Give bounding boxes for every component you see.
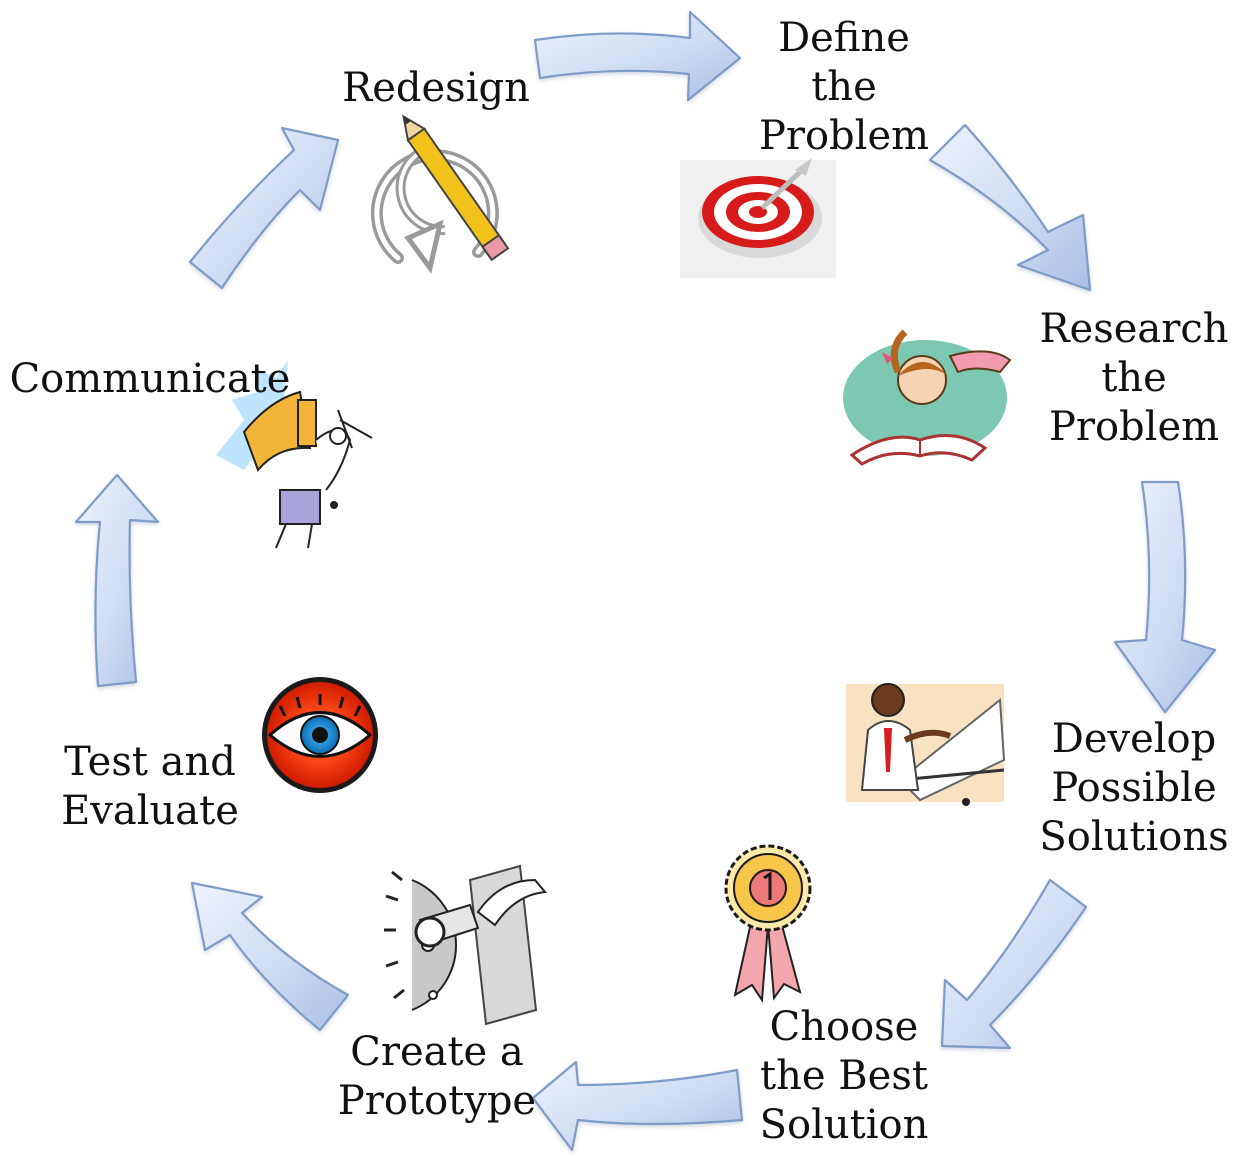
pencil-cycle-icon [370, 114, 510, 274]
arrow-communicate-to-redesign [188, 126, 340, 290]
arrow-prototype-to-test [190, 881, 350, 1032]
arrow-develop-to-choose [940, 878, 1088, 1050]
step-label-research: Research the Problem [1039, 306, 1229, 450]
megaphone-icon [216, 360, 373, 549]
step-label-test: Test and Evaluate [61, 739, 239, 834]
engineer-drafting-icon [846, 683, 1006, 806]
arrow-redesign-to-define [533, 10, 742, 102]
wrench-gear-icon [384, 864, 547, 1026]
arrow-choose-to-prototype [531, 1060, 744, 1152]
eye-icon [262, 677, 378, 793]
step-label-choose: Choose the Best Solution [759, 1004, 929, 1148]
target-icon [680, 158, 836, 278]
arrow-define-to-research [928, 123, 1092, 292]
step-label-develop: Develop Possible Solutions [1039, 716, 1229, 860]
step-label-prototype: Create a Prototype [337, 1029, 537, 1124]
arrow-test-to-communicate [74, 473, 160, 688]
arrow-research-to-develop [1113, 480, 1217, 714]
reading-girl-icon [843, 329, 1012, 466]
award-ribbon-icon [724, 844, 812, 1003]
step-label-define: Define the Problem [758, 15, 930, 159]
step-label-redesign: Redesign [342, 65, 530, 111]
step-label-communicate: Communicate [9, 356, 291, 402]
